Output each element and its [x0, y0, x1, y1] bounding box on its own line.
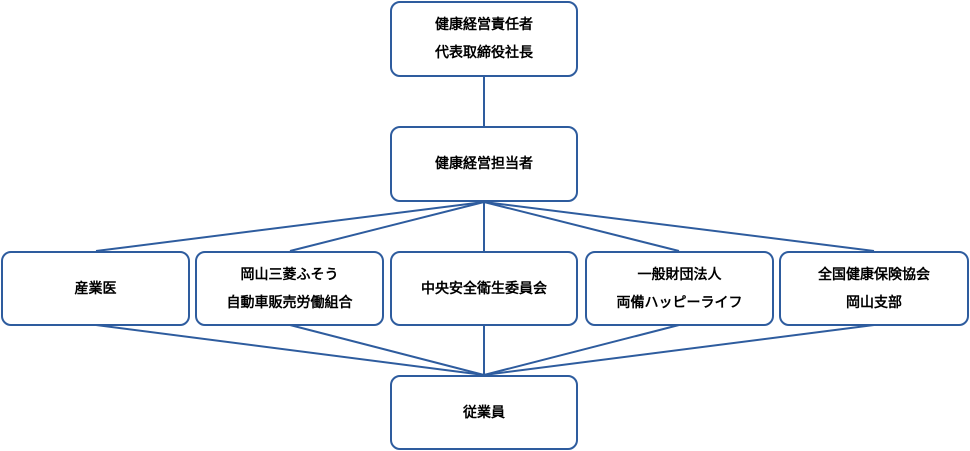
- node-line-2: 岡山支部: [846, 294, 902, 311]
- node-safety-health-committee: 中央安全衛生委員会: [390, 251, 578, 326]
- connector-doctor-employees: [95, 324, 485, 376]
- node-line-2: 代表取締役社長: [435, 45, 533, 61]
- node-line-1: 一般財団法人: [637, 266, 722, 283]
- node-line-1: 従業員: [463, 404, 505, 421]
- node-industrial-physician: 産業医: [1, 251, 190, 326]
- connector-manager-foundation: [483, 201, 680, 252]
- node-line-1: 健康経営責任者: [435, 17, 533, 33]
- node-line-2: 自動車販売労働組合: [226, 294, 353, 311]
- node-foundation: 一般財団法人 両備ハッピーライフ: [585, 251, 774, 326]
- node-health-insurance-association: 全国健康保険協会 岡山支部: [779, 251, 969, 326]
- node-line-2: 両備ハッピーライフ: [616, 294, 743, 311]
- node-line-1: 中央安全衛生委員会: [421, 280, 547, 297]
- node-health-management-staff: 健康経営担当者: [390, 126, 578, 202]
- node-line-1: 全国健康保険協会: [818, 266, 930, 283]
- node-health-management-officer: 健康経営責任者 代表取締役社長: [390, 1, 578, 77]
- node-employees: 従業員: [390, 375, 578, 450]
- connector-manager-doctor: [95, 201, 485, 252]
- node-line-1: 産業医: [74, 280, 117, 297]
- node-line-1: 健康経営担当者: [435, 156, 533, 172]
- node-line-1: 岡山三菱ふそう: [240, 266, 339, 283]
- connector-insurance-employees: [483, 324, 875, 376]
- node-labor-union: 岡山三菱ふそう 自動車販売労働組合: [195, 251, 384, 326]
- connector-manager-union: [289, 201, 485, 252]
- connector-manager-insurance: [483, 201, 875, 252]
- connector-union-employees: [289, 324, 485, 376]
- connector-foundation-employees: [483, 324, 680, 376]
